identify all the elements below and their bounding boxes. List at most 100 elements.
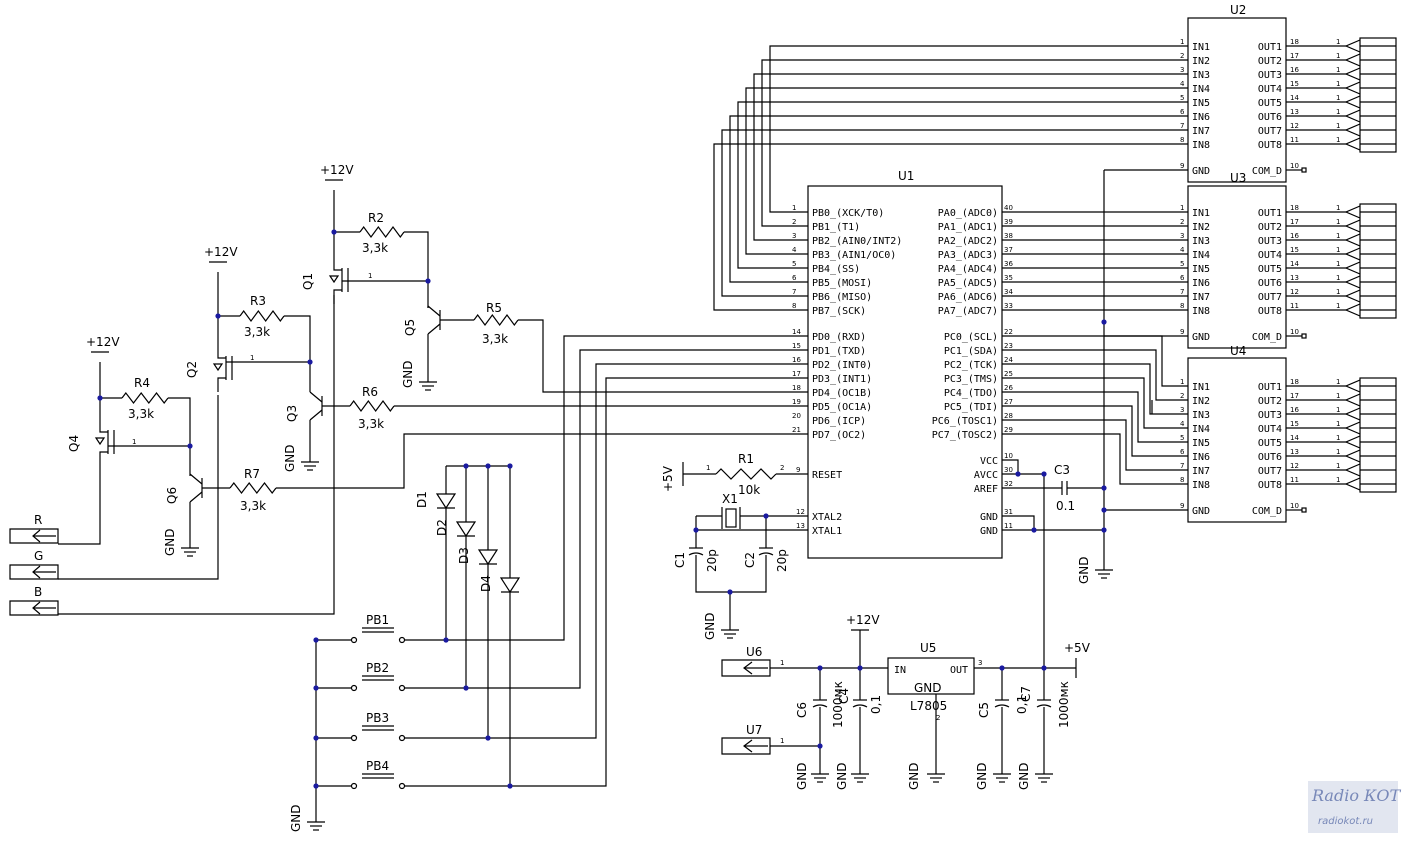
junction-dot xyxy=(313,685,319,691)
pin-number: 10 xyxy=(1290,162,1299,170)
pin-number: 18 xyxy=(1290,38,1299,46)
resistor-value: 3,3k xyxy=(482,332,508,346)
pin-number: 9 xyxy=(1180,328,1184,336)
gnd-label: GND xyxy=(1017,762,1031,790)
driver-u2 xyxy=(1187,17,1287,183)
output-arrow xyxy=(1344,233,1361,247)
led-d2 xyxy=(455,521,477,538)
junction-dot xyxy=(1101,507,1107,513)
output-arrow xyxy=(1344,477,1361,491)
pin-number: 7 xyxy=(1180,122,1184,130)
pin-name: PD2_(INT0) xyxy=(812,360,872,371)
pin-name: PC3_(TMS) xyxy=(944,374,998,385)
wire xyxy=(99,451,108,466)
pin-name: XTAL2 xyxy=(812,512,842,523)
wires xyxy=(58,45,1346,822)
button-label: PB4 xyxy=(366,759,389,773)
pin-name: OUT1 xyxy=(1258,208,1282,219)
gnd-label: GND xyxy=(1077,556,1091,584)
output-arrow xyxy=(1344,39,1361,53)
wire xyxy=(1002,349,1188,401)
supply-5v-label: +5V xyxy=(661,465,675,492)
pin-number: 3 xyxy=(978,659,982,667)
input-label-r: R xyxy=(34,513,42,527)
resistor-r1 xyxy=(715,468,777,480)
capacitor-value: 20p xyxy=(705,549,719,572)
pin-number: 10 xyxy=(1290,502,1299,510)
pin-number: 17 xyxy=(1290,392,1299,400)
transistor-label: Q1 xyxy=(301,273,315,290)
pin-number: 8 xyxy=(1180,476,1184,484)
pin-number: 3 xyxy=(1180,66,1184,74)
pin-number: 14 xyxy=(1290,434,1299,442)
pin-number: 16 xyxy=(1290,232,1299,240)
pin-number: 11 xyxy=(1004,522,1013,530)
chip-label: U4 xyxy=(1230,344,1246,358)
pin-number: 12 xyxy=(1290,122,1299,130)
wire xyxy=(518,319,808,393)
pin-number: 1 xyxy=(1336,392,1340,400)
junction-dot xyxy=(463,685,469,691)
resistor-label: R5 xyxy=(486,301,502,315)
capacitor-value: 1000мк xyxy=(831,681,845,728)
supply-12v-label: +12V xyxy=(204,245,238,259)
pin-number: 13 xyxy=(1290,274,1299,282)
pin-name: PA1_(ADC1) xyxy=(938,222,998,233)
pin-name: IN3 xyxy=(1192,70,1210,81)
pin-name: IN8 xyxy=(1192,306,1210,317)
pin-number: 1 xyxy=(1336,434,1340,442)
junction-dot xyxy=(425,278,431,284)
regulator-gnd-label: GND xyxy=(914,681,942,695)
button-contact xyxy=(398,734,406,742)
pin-number: 1 xyxy=(792,204,796,212)
pin-number: 2 xyxy=(1180,218,1184,226)
junction-dot xyxy=(727,589,733,595)
junction-dot xyxy=(999,665,1005,671)
junction-dot xyxy=(817,743,823,749)
transistor-label: Q4 xyxy=(67,435,81,452)
gnd-label: GND xyxy=(703,612,717,640)
pin-number: 27 xyxy=(1004,398,1013,406)
pin-name: AVCC xyxy=(974,470,998,481)
pin-name: OUT2 xyxy=(1258,56,1282,67)
pin-number: 40 xyxy=(1004,204,1013,212)
com-terminal xyxy=(1301,507,1307,513)
resistor-r4 xyxy=(121,392,169,404)
pin-name: COM_D xyxy=(1252,166,1282,177)
wire xyxy=(761,59,1188,227)
diode-label: D4 xyxy=(479,575,493,592)
pin-number: 3 xyxy=(1180,406,1184,414)
pin-number: 1 xyxy=(1336,218,1340,226)
pin-number: 5 xyxy=(1180,434,1184,442)
watermark-url: radiokot.ru xyxy=(1318,816,1373,827)
junction-dot xyxy=(507,463,513,469)
wire xyxy=(168,397,191,476)
capacitor-value: 0.1 xyxy=(1056,499,1075,513)
driver-u3 xyxy=(1187,185,1287,349)
wire xyxy=(1002,335,1188,387)
pin-number: 8 xyxy=(792,302,796,310)
pin-name: OUT4 xyxy=(1258,250,1282,261)
watermark-logo xyxy=(1308,781,1398,833)
pin-name: GND xyxy=(980,526,998,537)
pin-number: 28 xyxy=(1004,412,1013,420)
output-arrow xyxy=(1344,407,1361,421)
junction-dot xyxy=(1041,471,1047,477)
pin-name: OUT2 xyxy=(1258,222,1282,233)
pin-number: 18 xyxy=(792,384,801,392)
pin-number: 14 xyxy=(1290,94,1299,102)
output-arrow xyxy=(1344,289,1361,303)
output-arrow xyxy=(1344,379,1361,393)
resistor-value: 3,3k xyxy=(362,241,388,255)
pin-number: 9 xyxy=(1180,502,1184,510)
pin-number: 35 xyxy=(1004,274,1013,282)
pin-name: PA2_(ADC2) xyxy=(938,236,998,247)
output-connector xyxy=(1359,203,1397,319)
capacitor-value: 0,1 xyxy=(869,695,883,714)
pin-number: 6 xyxy=(1180,448,1185,456)
pin-name: IN8 xyxy=(1192,140,1210,151)
wire xyxy=(309,391,323,403)
wire xyxy=(284,315,311,392)
gnd-label: GND xyxy=(907,762,921,790)
pin-number: 11 xyxy=(1290,136,1299,144)
